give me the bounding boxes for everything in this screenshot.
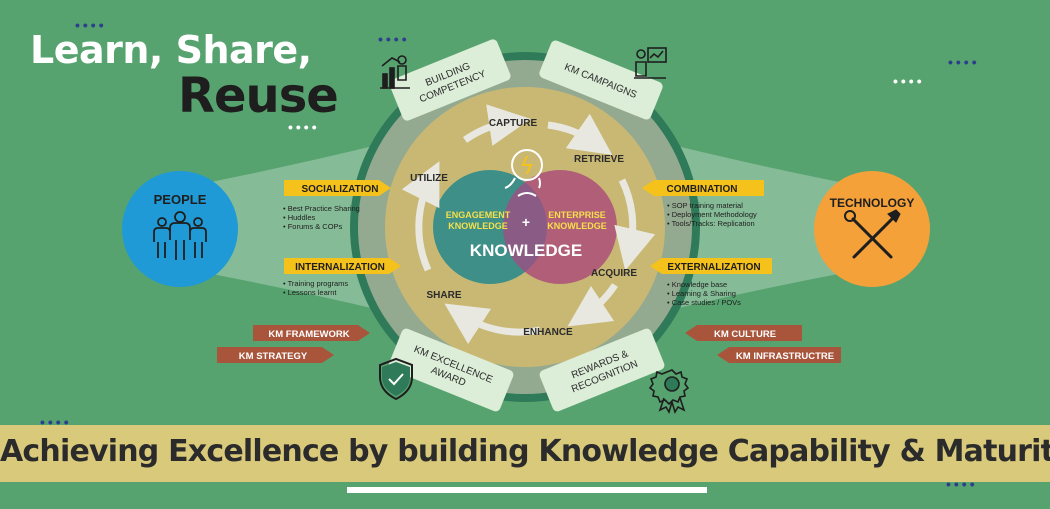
enterprise-label-2: KNOWLEDGE	[547, 221, 607, 231]
km-infrastructure-tag: KM INFRASTRUCTRE	[717, 347, 841, 363]
bottom-banner	[0, 425, 1050, 482]
lightbulb-head-icon	[504, 149, 543, 197]
externalization-item: • Learning & Sharing	[667, 289, 736, 298]
internalization-title: INTERNALIZATION	[295, 262, 385, 273]
combination-title: COMBINATION	[667, 184, 738, 195]
technology-circle	[814, 171, 930, 287]
externalization-item: • Case studies / POVs	[667, 298, 741, 307]
km-strategy-label: KM STRATEGY	[239, 351, 308, 362]
engagement-label-2: KNOWLEDGE	[448, 221, 508, 231]
internalization-item: • Training programs	[283, 279, 348, 288]
decor-dots: ••••	[288, 119, 320, 135]
knowledge-label: KNOWLEDGE	[470, 241, 582, 260]
shield-check-icon	[379, 357, 413, 401]
externalization-item: • Knowledge base	[667, 280, 727, 289]
combination-item: • SOP training material	[667, 201, 743, 210]
engagement-label-1: ENGAGEMENT	[446, 210, 511, 220]
externalization-title: EXTERNALIZATION	[667, 262, 760, 273]
externalization-pointer: EXTERNALIZATION	[650, 258, 772, 274]
decor-bar	[347, 487, 707, 493]
km-framework-tag: KM FRAMEWORK	[253, 325, 370, 341]
km-excellence-award-box: KM EXCELLENCE AWARD	[388, 328, 514, 412]
enterprise-label-1: ENTERPRISE	[548, 210, 606, 220]
internalization-item: • Lessons learnt	[283, 288, 337, 297]
socialization-title: SOCIALIZATION	[301, 184, 378, 195]
bottom-banner-text: Achieving Excellence by building Knowled…	[0, 434, 1050, 469]
award-badge-icon	[648, 369, 690, 414]
km-culture-tag: KM CULTURE	[685, 325, 802, 341]
people-label: PEOPLE	[154, 192, 207, 207]
title-line-1: Learn, Share,	[30, 28, 312, 72]
cycle-capture: CAPTURE	[489, 118, 538, 129]
socialization-pointer: SOCIALIZATION	[284, 180, 391, 196]
people-group-icon	[153, 211, 207, 260]
decor-dots: ••••	[948, 54, 980, 70]
km-strategy-tag: KM STRATEGY	[217, 347, 334, 363]
decor-dots: ••••	[893, 73, 925, 89]
decor-dots: ••••	[378, 31, 410, 47]
technology-label: TECHNOLOGY	[830, 196, 915, 210]
growth-chart-icon	[380, 55, 410, 89]
km-framework-label: KM FRAMEWORK	[268, 329, 349, 340]
socialization-item: • Huddles	[283, 213, 315, 222]
socialization-item: • Forums & COPs	[283, 222, 343, 231]
people-circle	[122, 171, 238, 287]
km-infrastructure-label: KM INFRASTRUCTRE	[736, 351, 834, 362]
decor-dots: ••••	[75, 17, 107, 33]
presentation-icon	[634, 47, 667, 79]
combination-item: • Deployment Methodology	[667, 210, 757, 219]
plus-sign: +	[522, 214, 530, 230]
combination-item: • Tools/Tracks: Replication	[667, 219, 755, 228]
cycle-retrieve: RETRIEVE	[574, 154, 624, 165]
venn-overlap	[503, 170, 547, 284]
title-line-2: Reuse	[178, 68, 339, 124]
socialization-item: • Best Practice Sharing	[283, 204, 360, 213]
combination-pointer: COMBINATION	[642, 180, 764, 196]
cycle-enhance: ENHANCE	[523, 327, 573, 338]
internalization-pointer: INTERNALIZATION	[284, 258, 401, 274]
cycle-arrows	[401, 104, 656, 345]
cycle-share: SHARE	[426, 290, 461, 301]
km-culture-label: KM CULTURE	[714, 329, 776, 340]
tools-icon	[844, 209, 901, 259]
cycle-utilize: UTILIZE	[410, 173, 448, 184]
cycle-acquire: ACQUIRE	[591, 268, 637, 279]
